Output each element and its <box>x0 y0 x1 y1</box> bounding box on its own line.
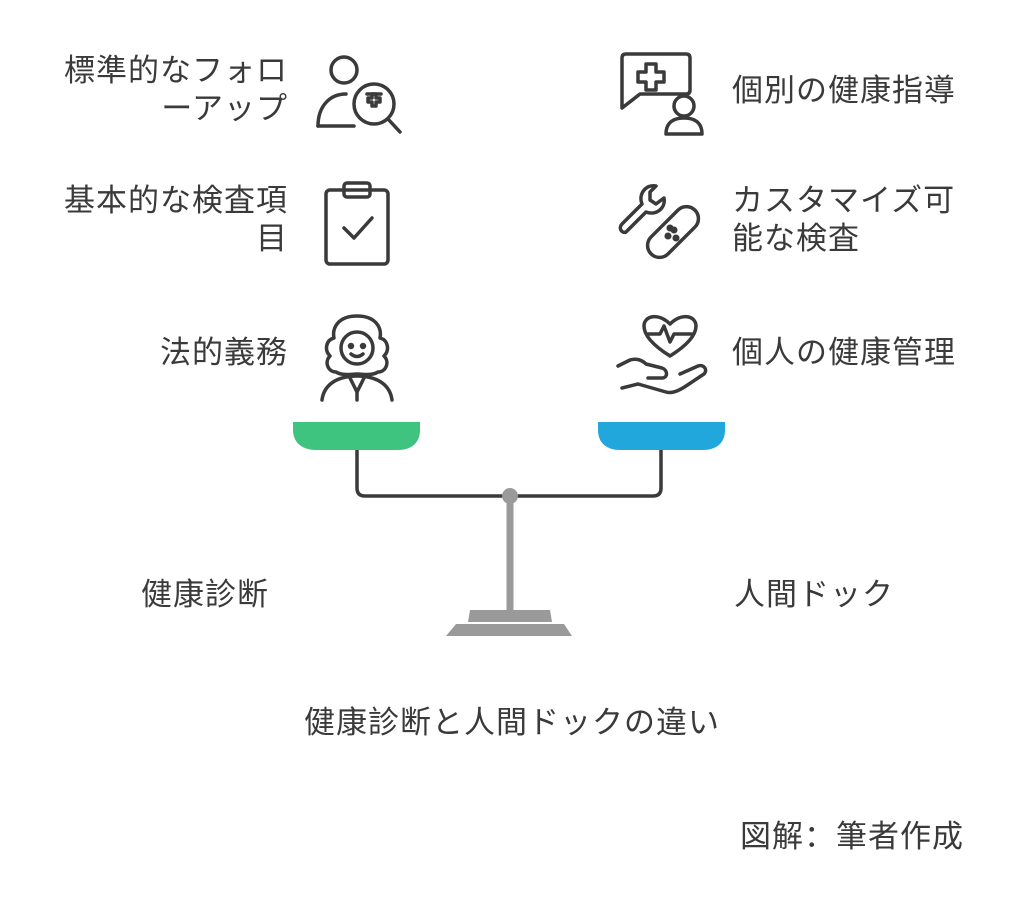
left-item-3-label: 法的義務 <box>160 335 288 371</box>
scale-base <box>446 624 572 636</box>
right-scale-label: 人間ドック <box>734 577 894 613</box>
chat-medical-user-icon <box>616 50 708 136</box>
left-item-2-label: 基本的な検査項 目 <box>64 183 288 257</box>
lawyer-person-icon <box>312 310 402 402</box>
right-item-2-label: カスタマイズ可 能な検査 <box>732 183 956 257</box>
left-pan <box>293 422 420 450</box>
scale-base-top <box>468 610 552 622</box>
diagram-title: 健康診断と人間ドックの違い <box>304 705 720 741</box>
right-item-1-label: 個別の健康指導 <box>732 73 956 109</box>
right-pan <box>598 422 725 450</box>
hand-heart-pulse-icon <box>614 308 708 400</box>
left-scale-label: 健康診断 <box>141 577 269 613</box>
wrench-bandage-icon <box>616 180 710 270</box>
right-item-3-label: 個人の健康管理 <box>732 335 956 371</box>
left-item-1-label: 標準的なフォロ ーアップ <box>64 53 288 127</box>
user-search-plus-icon <box>312 50 404 140</box>
credit-label: 図解：筆者作成 <box>740 819 964 855</box>
scale-pivot <box>502 488 518 504</box>
clipboard-check-icon <box>322 180 392 268</box>
